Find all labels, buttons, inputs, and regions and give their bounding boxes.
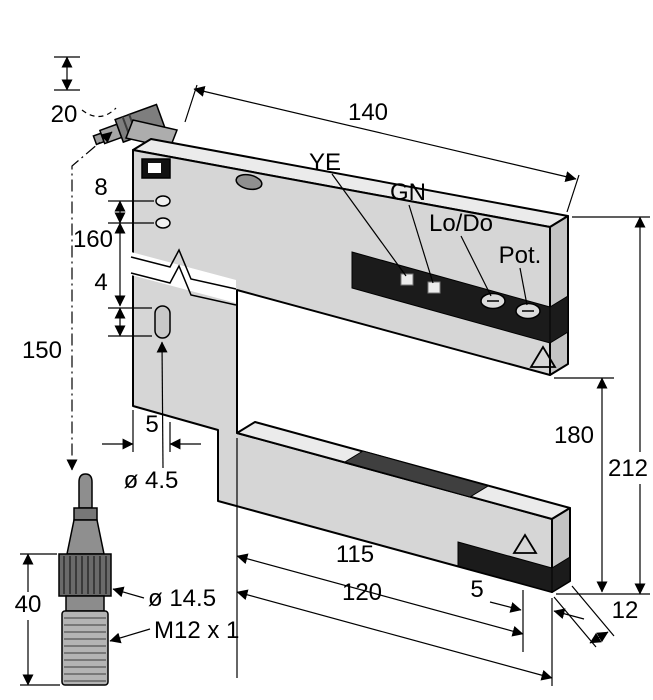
dim-12-line bbox=[589, 631, 609, 644]
dia-14-5-label: ø 14.5 bbox=[148, 585, 216, 612]
fork-body bbox=[132, 138, 571, 593]
receiver-triangle-icon bbox=[512, 533, 538, 554]
dim-12-label: 12 bbox=[612, 597, 639, 624]
lodo-leader bbox=[460, 235, 492, 297]
m12-label: M12 x 1 bbox=[154, 617, 239, 644]
control-band-end bbox=[549, 295, 569, 344]
dim-160-label: 160 bbox=[73, 226, 113, 253]
dim-120-label: 120 bbox=[342, 579, 382, 606]
controls bbox=[400, 273, 541, 320]
dim-8-label: 8 bbox=[94, 174, 107, 201]
left-ext-lines bbox=[108, 200, 154, 337]
dim-20: 20 bbox=[51, 56, 117, 128]
housing-features bbox=[130, 158, 557, 554]
dia-14-5-leader bbox=[112, 586, 145, 599]
dim-20-leader bbox=[81, 107, 117, 118]
mounting-hole-upper bbox=[155, 195, 171, 207]
mounting-hole-lower bbox=[155, 217, 171, 229]
break-line-top bbox=[130, 248, 237, 290]
dim-120-line bbox=[236, 589, 553, 681]
dim-40-ext bbox=[20, 553, 60, 686]
cable-centerline bbox=[66, 131, 113, 471]
break-line-bottom bbox=[130, 264, 237, 306]
dim-5-left: 5 bbox=[102, 410, 201, 452]
gn-leader bbox=[408, 204, 434, 284]
dim-5-right-arrow-a bbox=[489, 601, 522, 613]
dim-212-label: 212 bbox=[608, 455, 648, 482]
dia-4-5-label: ø 4.5 bbox=[124, 467, 179, 494]
label-lodo: Lo/Do bbox=[429, 210, 493, 237]
ye-led bbox=[400, 273, 414, 286]
connector-cable bbox=[78, 473, 93, 509]
dim-180-212-12: 180 212 12 bbox=[553, 216, 650, 648]
dim-140: 140 bbox=[184, 84, 580, 213]
upper-arm-end-face bbox=[549, 215, 569, 376]
dim-150: 150 bbox=[22, 131, 113, 471]
dim-140-line bbox=[193, 86, 577, 182]
dim-5-left-label: 5 bbox=[145, 411, 158, 438]
receiver-window-strip bbox=[343, 450, 490, 498]
dim-140-label: 140 bbox=[348, 99, 388, 126]
m12-connector bbox=[58, 473, 112, 686]
pot-leader bbox=[519, 267, 528, 306]
dim-12-ext bbox=[553, 585, 615, 648]
connector-boot bbox=[66, 519, 105, 555]
emitter-triangle-icon bbox=[529, 345, 557, 368]
display-window bbox=[148, 163, 161, 173]
dim-20-label: 20 bbox=[51, 101, 78, 128]
dia-4-5-leader bbox=[156, 341, 168, 469]
dim-4-label: 4 bbox=[94, 269, 107, 296]
callout-dia-4-5: ø 4.5 bbox=[124, 341, 179, 494]
gn-led bbox=[427, 281, 441, 294]
m12-leader bbox=[109, 628, 151, 644]
label-ye: YE bbox=[309, 149, 341, 176]
slotted-hole bbox=[154, 305, 171, 339]
dim-150-label: 150 bbox=[22, 337, 62, 364]
knurl-lines bbox=[63, 556, 107, 594]
connector-neck bbox=[65, 595, 105, 612]
dim-115-label: 115 bbox=[336, 541, 374, 568]
dim-40-label: 40 bbox=[15, 591, 42, 618]
dim-180-label: 180 bbox=[554, 422, 594, 449]
ye-leader bbox=[331, 173, 407, 277]
dim-connector: 40 ø 14.5 M12 x 1 bbox=[15, 553, 239, 686]
connector-collar bbox=[73, 507, 98, 521]
dim-5-right-label: 5 bbox=[470, 576, 483, 603]
label-pot: Pot. bbox=[499, 242, 542, 269]
lower-band-end bbox=[551, 556, 571, 593]
label-gn: GN bbox=[390, 179, 426, 206]
thread-lines bbox=[64, 617, 106, 682]
knurl-ring bbox=[58, 553, 112, 597]
